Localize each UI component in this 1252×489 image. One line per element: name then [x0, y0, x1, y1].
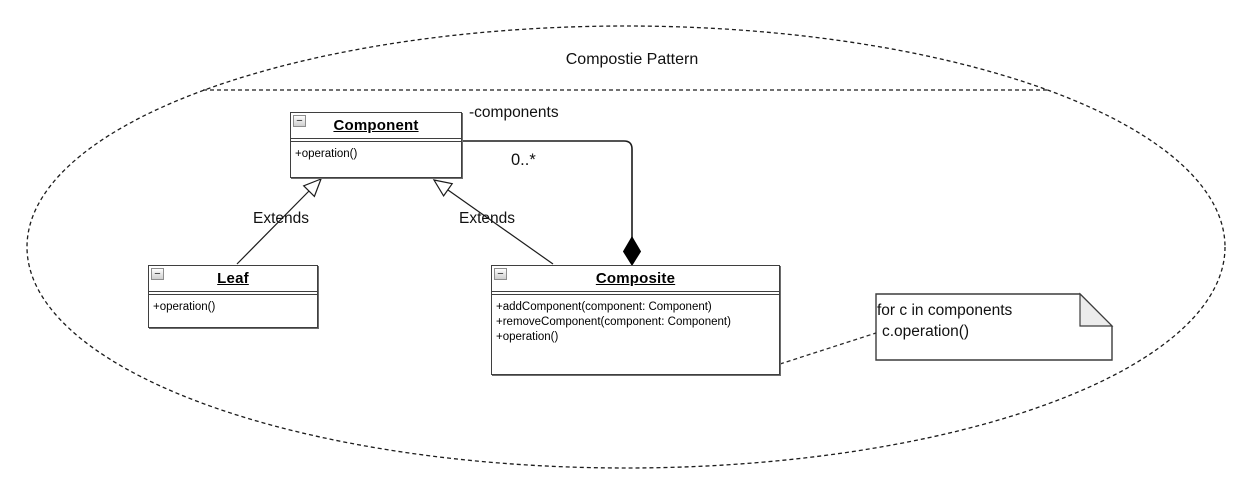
method-label: +addComponent(component: Component) [496, 301, 712, 313]
multiplicity-label: 0..* [511, 151, 536, 169]
class-methods: +addComponent(component: Component) +rem… [492, 294, 779, 374]
collapse-icon[interactable]: − [494, 268, 507, 280]
class-name: Leaf [217, 270, 249, 287]
generalization-composite-to-component[interactable] [432, 179, 554, 265]
note-text: for c in components c.operation() [877, 301, 1102, 343]
collapse-icon[interactable]: − [151, 268, 164, 280]
class-methods: +operation() [291, 141, 461, 177]
diagram-title: Compostie Pattern [565, 51, 699, 68]
generalization-leaf-to-component[interactable] [236, 177, 323, 265]
collapse-icon[interactable]: − [293, 115, 306, 127]
note-line: c.operation() [882, 322, 970, 340]
note-line: for c in components [877, 302, 1013, 319]
method-label: +removeComponent(component: Component) [496, 315, 731, 328]
class-name: Composite [595, 270, 676, 287]
note-fold-corner [1079, 292, 1114, 327]
hollow-triangle-arrowhead [302, 177, 323, 198]
class-box-leaf[interactable]: − Leaf +operation() [148, 265, 318, 328]
method-label: +operation() [496, 330, 559, 343]
boundary-ellipse[interactable] [26, 25, 1226, 469]
class-header: − Leaf [149, 266, 317, 292]
extends-label-left: Extends [252, 210, 309, 227]
class-box-composite[interactable]: − Composite +addComponent(component: Com… [491, 265, 780, 375]
hollow-triangle-arrowhead [432, 179, 454, 197]
note-anchor-line[interactable] [779, 332, 877, 365]
note-shape[interactable] [875, 292, 1114, 361]
method-label: +operation() [295, 148, 358, 160]
method-label: +operation() [153, 301, 216, 313]
extends-label-right: Extends [458, 210, 515, 227]
class-methods: +operation() [149, 294, 317, 327]
class-header: − Composite [492, 266, 779, 292]
composition-association[interactable] [462, 140, 642, 266]
association-name-label: -components [469, 104, 559, 121]
class-name: Component [333, 117, 419, 134]
class-header: − Component [291, 113, 461, 139]
class-box-component[interactable]: − Component +operation() [290, 112, 462, 178]
filled-diamond [622, 236, 642, 266]
